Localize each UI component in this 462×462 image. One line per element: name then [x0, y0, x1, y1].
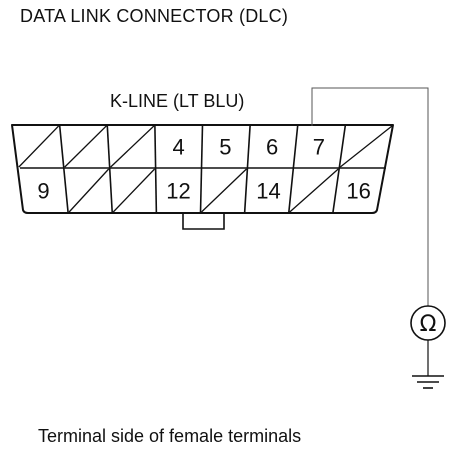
cell-divider	[58, 124, 65, 169]
blank-terminal-slash	[112, 168, 156, 213]
terminal-6-label: 6	[266, 135, 278, 160]
terminal-9-label: 9	[37, 179, 49, 204]
cell-divider	[154, 167, 158, 214]
ground-icon	[412, 375, 444, 389]
probe-wire	[311, 87, 429, 306]
terminal-cells: 4 5 6 7 9 12 14 16	[18, 124, 393, 214]
connector-outline	[11, 124, 394, 214]
cell-divider	[292, 124, 299, 169]
cell-divider	[108, 167, 114, 214]
cell-divider	[243, 167, 249, 214]
terminal-14-label: 14	[256, 179, 280, 204]
caption: Terminal side of female terminals	[38, 426, 302, 446]
cell-divider	[199, 167, 203, 214]
blank-terminal-slash	[18, 125, 60, 168]
cell-divider	[200, 124, 204, 169]
blank-terminal-slash	[201, 168, 247, 213]
terminal-4-label: 4	[173, 135, 185, 160]
cell-divider	[332, 167, 341, 214]
terminal-16-label: 16	[346, 179, 370, 204]
ohmmeter-icon: Ω	[410, 305, 446, 341]
blank-terminal-slash	[110, 125, 155, 168]
blank-terminal-slash	[68, 168, 110, 213]
k-line-wire-label: K-LINE (LT BLU)	[110, 91, 245, 111]
blank-terminal-slash	[339, 125, 393, 168]
blank-terminal-slash	[64, 125, 107, 168]
blank-terminal-slash	[289, 168, 339, 213]
cell-divider	[338, 124, 347, 169]
terminal-5-label: 5	[219, 135, 231, 160]
ohm-symbol: Ω	[420, 312, 437, 337]
terminal-7-label: 7	[313, 135, 325, 160]
cell-divider	[154, 124, 157, 169]
cell-divider	[246, 124, 251, 169]
diagram-title: DATA LINK CONNECTOR (DLC)	[20, 6, 289, 26]
cell-divider	[62, 167, 69, 214]
cell-divider	[106, 124, 111, 169]
connector-lock-tab	[182, 213, 225, 230]
cell-divider	[287, 167, 295, 214]
terminal-12-label: 12	[166, 179, 190, 204]
